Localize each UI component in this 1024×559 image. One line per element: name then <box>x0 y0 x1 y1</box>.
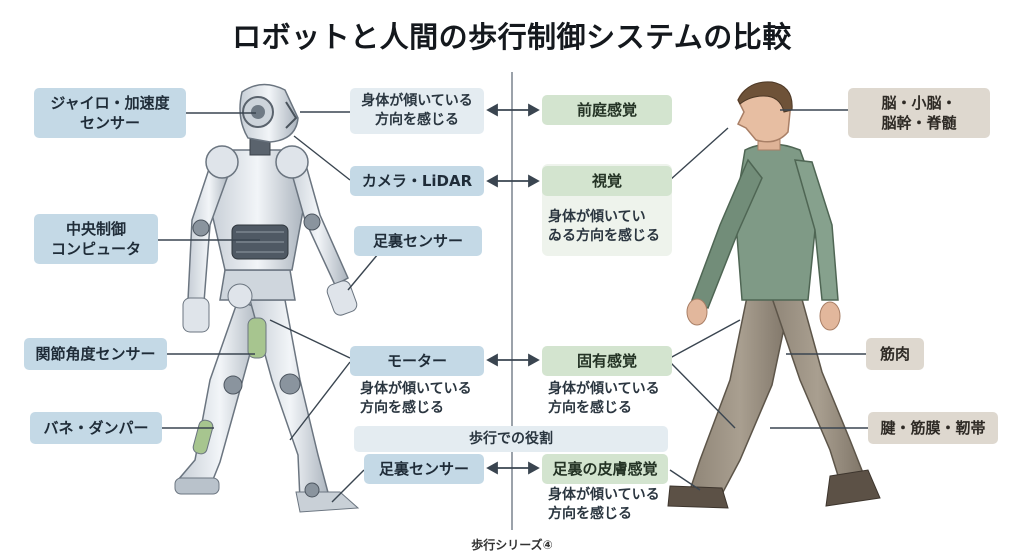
label-muscle: 筋肉 <box>866 338 924 370</box>
label-gyro-sensor: ジャイロ・加速度 センサー <box>34 88 186 138</box>
role-in-walking-panel: 歩行での役割 <box>354 426 668 452</box>
label-proprioception: 固有感覚 <box>542 346 672 376</box>
label-camera-lidar: カメラ・LiDAR <box>350 166 484 196</box>
label-motor: モーター <box>350 346 484 376</box>
robot-motor-description: 身体が傾いている 方向を感じる <box>360 381 472 416</box>
series-footer: 歩行シリーズ④ <box>471 538 553 552</box>
label-vestibular-sense: 前庭感覚 <box>542 95 672 125</box>
label-brain: 脳・小脳・ 脳幹・脊髄 <box>848 88 990 138</box>
robot-vestibular-description: 身体が傾いている 方向を感じる <box>350 88 484 134</box>
human-connectors <box>669 109 868 491</box>
label-foot-sole-sensor-lower: 足裏センサー <box>364 454 484 484</box>
page-title: ロボットと人間の歩行制御システムの比較 <box>232 20 792 54</box>
label-joint-angle-sensor: 関節角度センサー <box>24 338 167 370</box>
label-spring-damper: バネ・ダンパー <box>30 412 162 444</box>
bidirectional-arrows <box>486 103 540 475</box>
label-tendon-fascia-ligament: 腱・筋膜・靭帯 <box>868 412 998 444</box>
human-figure <box>667 81 881 509</box>
foot-skin-sense-description: 身体が傾いている 方向を感じる <box>548 487 660 522</box>
label-foot-sole-sensor-upper: 足裏センサー <box>354 226 482 256</box>
label-foot-skin-sense: 足裏の皮膚感覚 <box>542 454 668 484</box>
label-central-computer: 中央制御 コンピュータ <box>34 214 158 264</box>
robot-connectors <box>158 111 379 503</box>
label-vision: 視覚 <box>542 166 672 196</box>
robot-figure <box>174 83 360 513</box>
proprioception-description: 身体が傾いている 方向を感じる <box>548 381 660 416</box>
vision-description: 身体が傾いてい ゐる方向を感じる <box>548 209 660 244</box>
